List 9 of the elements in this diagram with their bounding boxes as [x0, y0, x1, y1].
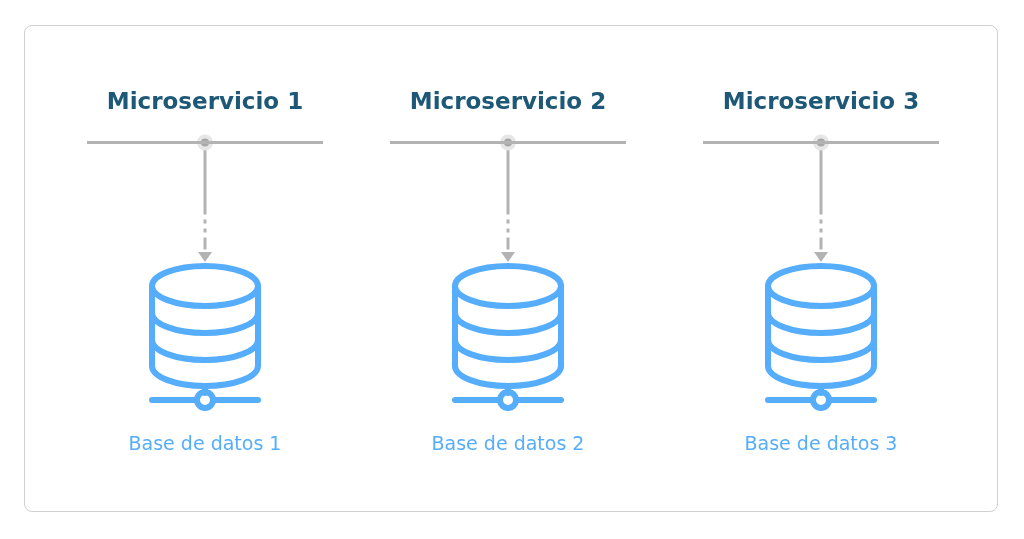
service-header [87, 88, 323, 144]
database-label: Base de datos 3 [744, 432, 898, 454]
service-header [703, 88, 939, 144]
service-title: Microservicio 2 [409, 88, 607, 114]
database-label: Base de datos 1 [128, 432, 282, 454]
service-header [390, 88, 626, 144]
database-label: Base de datos 2 [431, 432, 585, 454]
service-title: Microservicio 3 [722, 88, 920, 114]
service-title: Microservicio 1 [106, 88, 304, 114]
